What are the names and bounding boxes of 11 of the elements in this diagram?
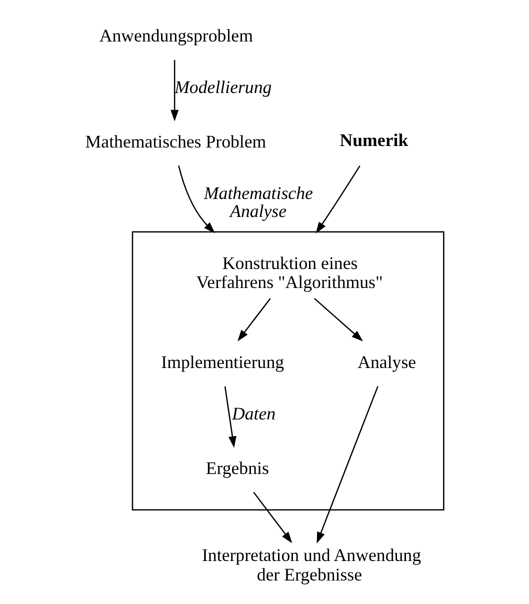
edge-label: Daten	[232, 404, 276, 424]
node-text: Anwendungsproblem	[99, 25, 253, 46]
edge-label: Mathematische Analyse	[204, 182, 313, 221]
node-text: Numerik	[340, 130, 408, 150]
node-text: Analyse	[358, 352, 416, 372]
node-text: Konstruktion eines Verfahrens "Algorithmus"	[196, 253, 383, 292]
node-text: Ergebnis	[206, 458, 269, 478]
node-text: Interpretation und Anwendung der Ergebnisse	[202, 545, 422, 584]
node-text: Mathematisches Problem	[85, 131, 266, 152]
node-text: Implementierung	[161, 352, 284, 372]
edge-label: Modellierung	[174, 77, 272, 98]
